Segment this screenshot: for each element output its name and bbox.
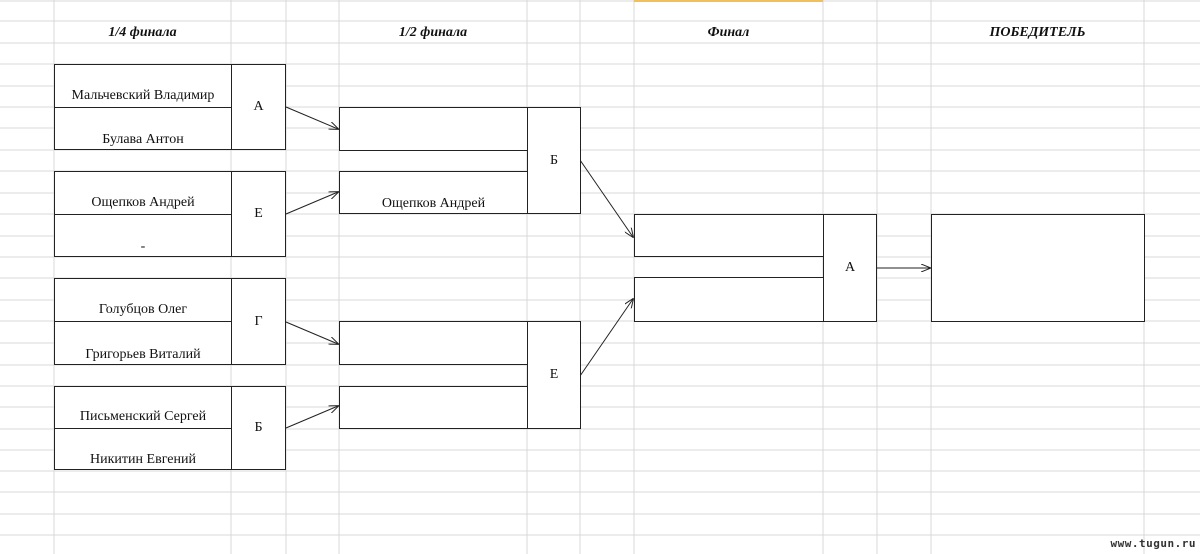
qf1-player-top[interactable]: Мальчевский Владимир — [54, 64, 232, 108]
watermark: www.tugun.ru — [1110, 537, 1196, 550]
arrow-sf1-final — [579, 159, 633, 237]
sf2-player-bottom[interactable] — [339, 386, 528, 429]
sf1-player-bottom[interactable]: Ощепков Андрей — [339, 171, 528, 214]
arrow-sf2-final — [579, 299, 633, 377]
final-player-top[interactable] — [634, 214, 824, 257]
header-winner: ПОБЕДИТЕЛЬ — [989, 25, 1086, 40]
sf2-player-top[interactable] — [339, 321, 528, 365]
qf1-group-code[interactable]: А — [231, 64, 286, 150]
qf4-player-top[interactable]: Письменский Сергей — [54, 386, 232, 429]
qf4-group-code[interactable]: Б — [231, 386, 286, 470]
header-quarter-finals: 1/4 финала — [108, 25, 177, 40]
header-semi-finals: 1/2 финала — [398, 25, 468, 40]
sf1-player-top[interactable] — [339, 107, 528, 151]
winner-box[interactable] — [931, 214, 1145, 322]
arrow-qf2-sf1 — [285, 192, 338, 215]
qf2-player-bottom[interactable]: - — [54, 214, 232, 257]
qf4-player-bottom[interactable]: Никитин Евгений — [54, 428, 232, 470]
qf1-player-bottom[interactable]: Булава Антон — [54, 107, 232, 150]
arrow-qf1-sf1 — [285, 106, 338, 129]
qf3-player-bottom[interactable]: Григорьев Виталий — [54, 321, 232, 365]
sf1-group-code[interactable]: Б — [527, 107, 581, 214]
sf2-group-code[interactable]: Е — [527, 321, 581, 429]
header-final: Финал — [707, 25, 750, 40]
arrow-qf3-sf2 — [285, 321, 338, 344]
qf3-player-top[interactable]: Голубцов Олег — [54, 278, 232, 322]
qf2-player-top[interactable]: Ощепков Андрей — [54, 171, 232, 215]
qf2-group-code[interactable]: Е — [231, 171, 286, 257]
final-player-bottom[interactable] — [634, 277, 824, 322]
arrow-qf4-sf2 — [285, 406, 338, 429]
qf3-group-code[interactable]: Г — [231, 278, 286, 365]
final-group-code[interactable]: А — [823, 214, 877, 322]
